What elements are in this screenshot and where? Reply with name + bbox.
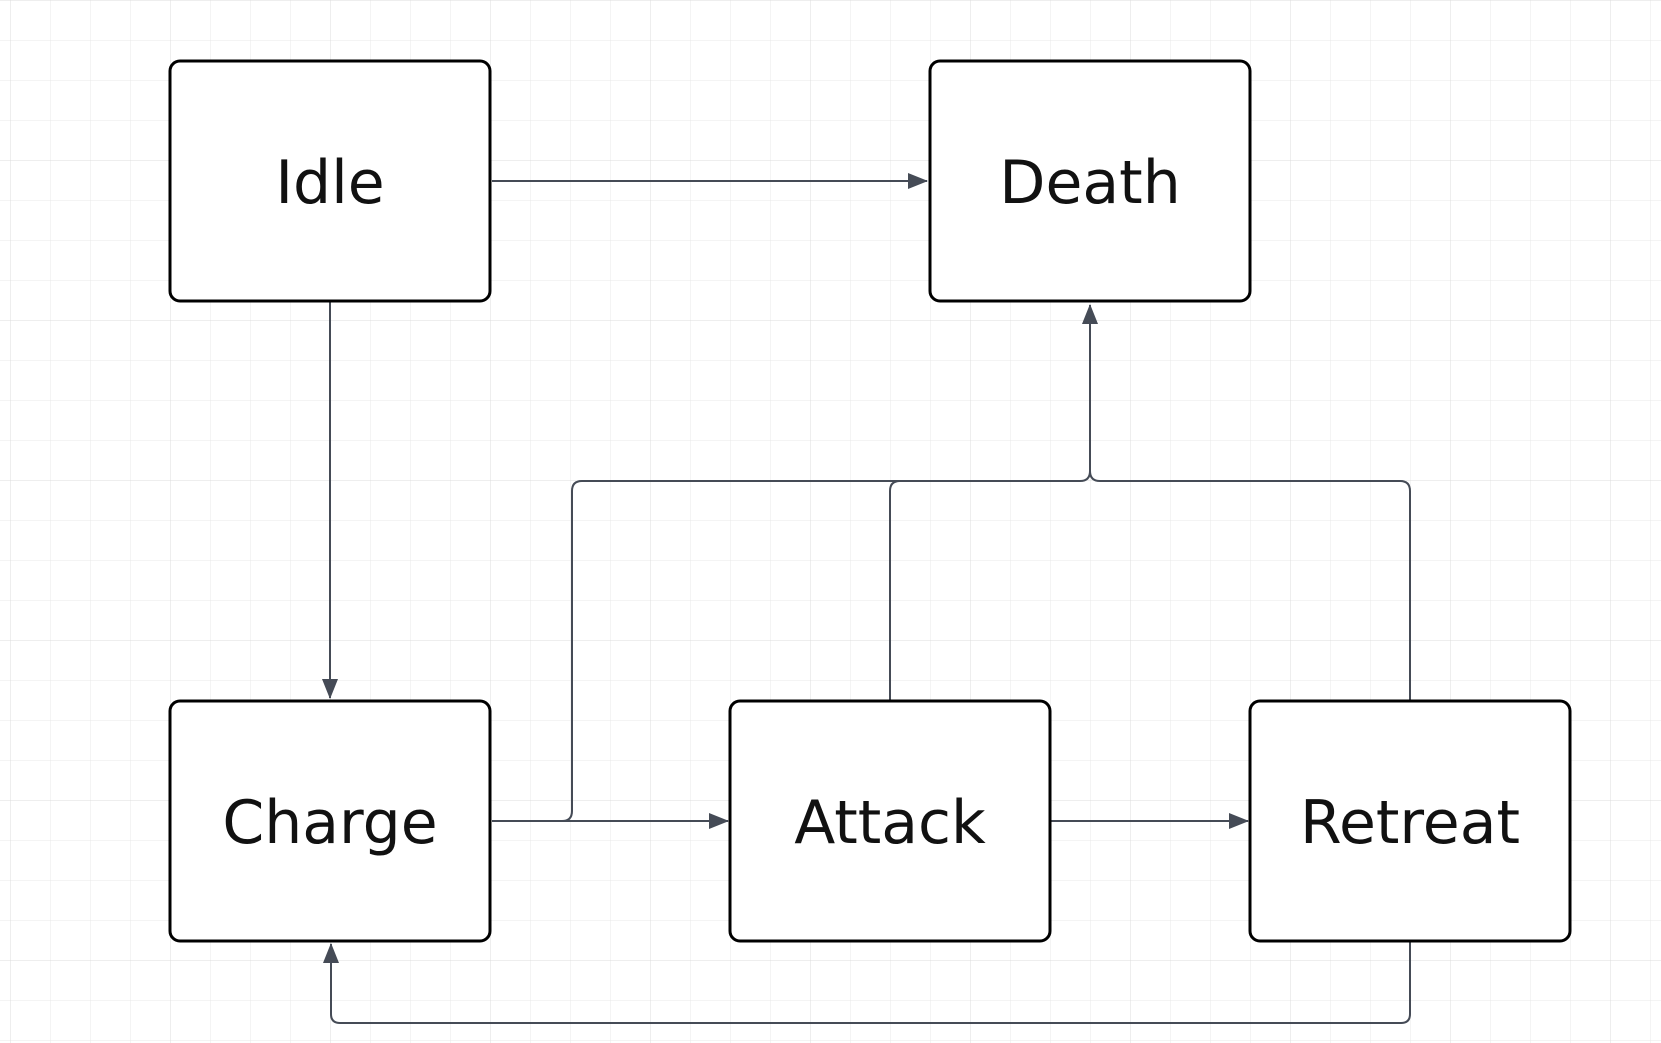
node-attack-label: Attack xyxy=(794,788,986,858)
node-retreat[interactable]: Retreat xyxy=(1248,699,1572,943)
node-death[interactable]: Death xyxy=(928,59,1252,303)
node-attack-box[interactable] xyxy=(728,699,1052,943)
edge-retreat-to-charge[interactable] xyxy=(323,942,1411,1024)
node-idle-label: Idle xyxy=(275,148,384,218)
node-idle-box[interactable] xyxy=(168,59,492,303)
node-idle[interactable]: Idle xyxy=(168,59,492,303)
node-retreat-box[interactable] xyxy=(1248,699,1572,943)
edge-retreat-to-death[interactable] xyxy=(1089,470,1411,700)
edges xyxy=(322,173,1411,1024)
node-retreat-label: Retreat xyxy=(1300,788,1520,858)
node-death-label: Death xyxy=(999,148,1180,218)
node-charge[interactable]: Charge xyxy=(168,699,492,943)
edge-charge-to-death[interactable] xyxy=(492,304,1098,822)
edge-attack-to-death[interactable] xyxy=(889,480,1080,700)
node-attack[interactable]: Attack xyxy=(728,699,1052,943)
node-death-box[interactable] xyxy=(928,59,1252,303)
node-charge-box[interactable] xyxy=(168,699,492,943)
node-charge-label: Charge xyxy=(222,788,437,858)
